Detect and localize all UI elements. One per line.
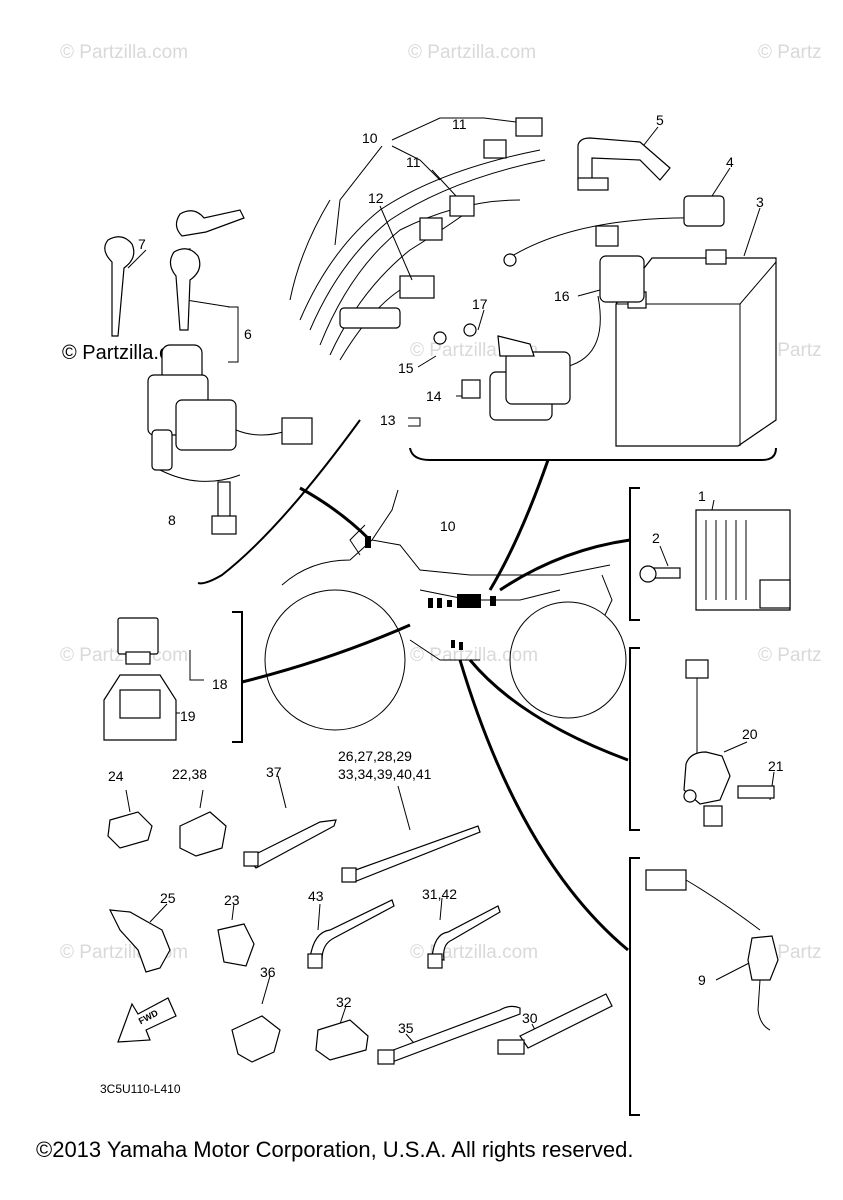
watermark: © Partzilla.com <box>60 42 189 63</box>
callout-label: 5 <box>656 112 664 128</box>
speed-sensor-part <box>683 659 775 827</box>
watermark: © Partz <box>758 42 822 63</box>
clamp-32-part <box>315 1019 369 1061</box>
callout-label: 13 <box>380 412 396 428</box>
callout-label: 18 <box>212 676 228 692</box>
clamp-36-part <box>231 1015 281 1063</box>
watermark: © Partzilla.com <box>410 645 539 666</box>
callout-label: 33,34,39,40,41 <box>338 766 432 782</box>
harness-marker <box>447 600 452 607</box>
tie-26-part <box>341 825 481 883</box>
harness-marker <box>437 598 442 608</box>
tie-30-part <box>497 993 613 1055</box>
leader-line <box>499 538 631 592</box>
ignition-group-bracket <box>197 419 361 585</box>
neutral-switch-part <box>645 869 779 1031</box>
sensor-group-bracket <box>629 647 640 831</box>
clamp-25-part <box>108 909 171 973</box>
callout-label: 4 <box>726 154 734 170</box>
leader-line <box>468 659 629 762</box>
harness-marker <box>451 640 455 648</box>
relay-group-bracket <box>232 611 243 743</box>
callout-label: 14 <box>426 388 442 404</box>
callout-label: 10 <box>362 130 378 146</box>
callout-label: 30 <box>522 1010 538 1026</box>
callout-lines <box>125 117 775 1051</box>
callout-label: 26,27,28,29 <box>338 748 412 764</box>
tie-37-part <box>243 819 337 869</box>
callout-label: 19 <box>180 708 196 724</box>
battery-band-part <box>577 137 671 191</box>
battery-lead-part <box>503 195 725 267</box>
wire-harness <box>289 117 546 361</box>
leader-line <box>458 659 629 952</box>
callout-label: 20 <box>742 726 758 742</box>
harness-marker <box>428 598 433 608</box>
starter-relay-part <box>433 323 571 421</box>
callout-label: 25 <box>160 890 176 906</box>
callout-label: 23 <box>224 892 240 908</box>
callout-label: 32 <box>336 994 352 1010</box>
tie-35-part <box>377 1005 521 1065</box>
tie-31-42-part <box>427 905 501 969</box>
diagram-code: 3C5U110-L410 <box>100 1082 181 1096</box>
callout-label: 10 <box>440 518 456 534</box>
bolt-8-part <box>211 481 237 535</box>
callout-label: 6 <box>244 326 252 342</box>
clamp-23-part <box>217 923 255 967</box>
clamp-24-part <box>107 811 153 849</box>
callout-label: 11 <box>406 154 421 170</box>
callout-label: 43 <box>308 888 324 904</box>
upper-group-bracket <box>409 447 777 461</box>
callout-label: 17 <box>472 296 488 312</box>
rectifier-regulator-part <box>639 509 791 611</box>
harness-marker <box>490 596 496 606</box>
harness-marker <box>365 536 371 548</box>
regulator-group-bracket <box>629 487 640 621</box>
watermark: © Partz <box>758 645 822 666</box>
callout-label: 12 <box>368 190 384 206</box>
callout-label: 37 <box>266 764 282 780</box>
harness-marker <box>459 642 463 650</box>
callout-label: 36 <box>260 964 276 980</box>
callout-label: 15 <box>398 360 414 376</box>
callout-label: 22,38 <box>172 766 208 782</box>
keys-part <box>104 209 245 337</box>
leader-line <box>299 486 372 542</box>
callout-label: 31,42 <box>422 886 458 902</box>
callout-label: 16 <box>554 288 570 304</box>
callout-label: 3 <box>756 194 764 210</box>
callout-label: 21 <box>768 758 784 774</box>
neutral-group-bracket <box>629 857 640 1116</box>
callout-label: 8 <box>168 512 176 528</box>
motorcycle-outline <box>264 489 627 731</box>
callout-label: 9 <box>698 972 706 988</box>
callout-label: 7 <box>138 236 146 252</box>
fwd-arrow-icon <box>117 997 177 1043</box>
clamp-22-38-part <box>179 811 227 857</box>
relay-part <box>103 617 177 741</box>
watermark: © Partzilla.com <box>408 42 537 63</box>
main-switch-part <box>147 344 313 482</box>
callout-label: 24 <box>108 768 124 784</box>
callout-label: 11 <box>452 116 467 132</box>
tie-43-part <box>307 899 395 969</box>
callout-label: 2 <box>652 530 660 546</box>
copyright-notice: ©2013 Yamaha Motor Corporation, U.S.A. A… <box>36 1137 634 1162</box>
callout-label: 35 <box>398 1020 414 1036</box>
leader-line <box>241 623 411 684</box>
harness-marker <box>457 594 481 608</box>
callout-label: 1 <box>698 488 706 504</box>
leader-line <box>488 459 550 591</box>
